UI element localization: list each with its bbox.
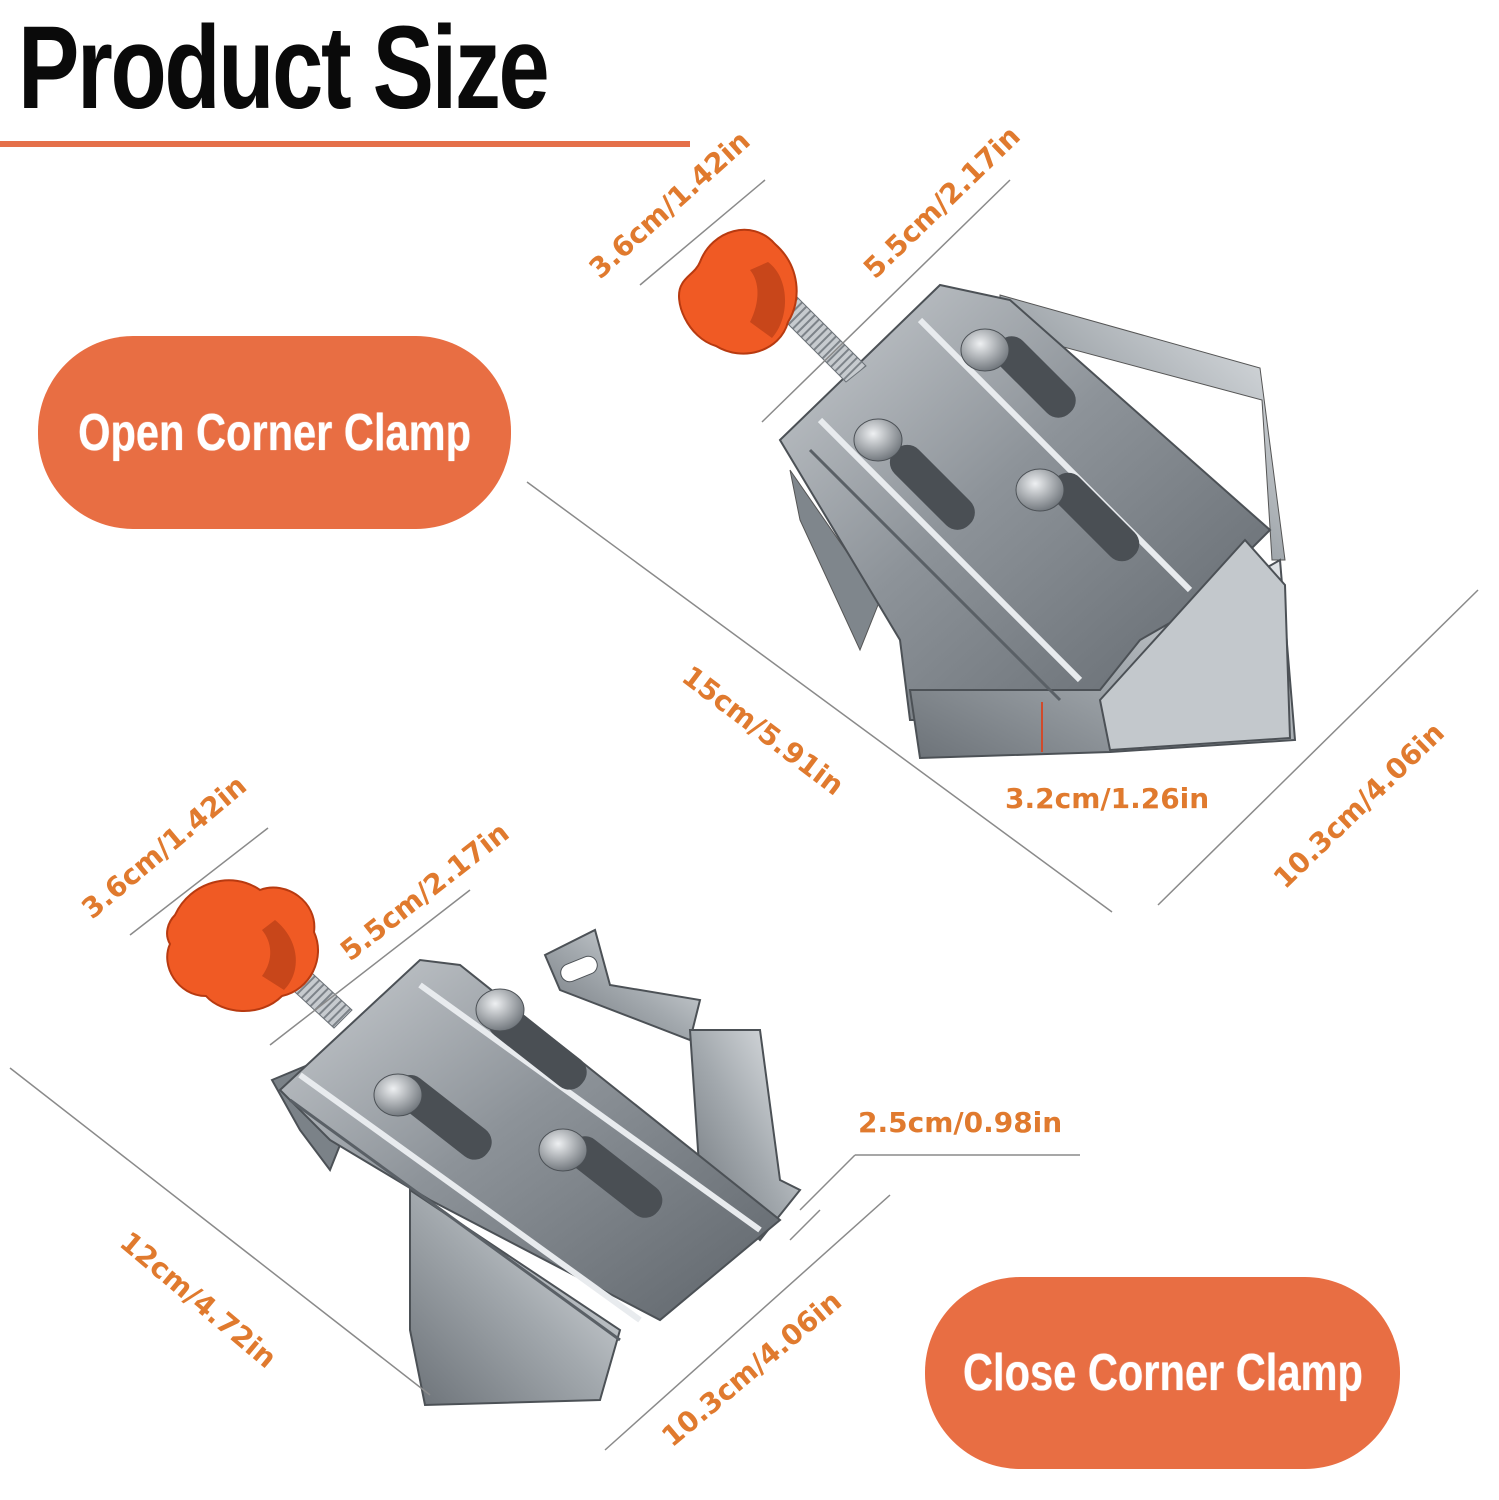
open-clamp-slot	[889, 444, 975, 530]
dim-line	[269, 889, 471, 1046]
open-clamp-ridge	[808, 448, 1062, 702]
open-clamp-pin	[1015, 468, 1065, 512]
open-clamp-pin	[853, 418, 903, 462]
dim-line	[1157, 589, 1479, 906]
open-corner-clamp-badge: Open Corner Clamp	[38, 336, 511, 529]
close-clamp	[9, 827, 1080, 1451]
open-clamp-ridge	[817, 417, 1083, 683]
close-clamp-back-tab	[543, 928, 702, 1042]
open-clamp-ridge	[917, 317, 1193, 593]
close-screw-length-label: 5.5cm/2.17in	[334, 816, 515, 968]
dim-line	[639, 179, 766, 286]
dim-line	[799, 1154, 856, 1211]
dim-line	[604, 1194, 891, 1451]
dim-line	[129, 827, 269, 936]
open-clamp-slot	[994, 336, 1076, 418]
close-clamp-base-plate	[409, 1188, 622, 1407]
close-clamp-slot	[567, 1136, 663, 1218]
open-clamp-knob	[678, 228, 798, 355]
page-title: Product Size	[18, 2, 550, 134]
open-clamp-pin	[960, 328, 1010, 372]
dim-line	[526, 481, 1113, 913]
open-diagonal-label: 15cm/5.91in	[676, 659, 850, 802]
close-side-length-label: 10.3cm/4.06in	[655, 1284, 848, 1453]
open-jaw-gap-label: 3.2cm/1.26in	[1005, 782, 1209, 815]
open-clamp-corner-jaw	[1098, 538, 1292, 752]
close-clamp-pin	[373, 1073, 423, 1117]
close-clamp-ridge	[289, 1098, 621, 1342]
open-corner-clamp-label: Open Corner Clamp	[78, 403, 471, 462]
close-clamp-tab-hole	[560, 955, 598, 983]
open-clamp	[526, 179, 1479, 913]
close-thickness-label: 2.5cm/0.98in	[858, 1106, 1062, 1139]
dim-line	[761, 179, 1011, 423]
close-clamp-knob	[166, 879, 319, 1012]
dim-line	[9, 1067, 431, 1396]
close-clamp-pin	[475, 988, 525, 1032]
open-screw-length-label: 5.5cm/2.17in	[857, 119, 1027, 285]
close-clamp-ridge	[298, 1072, 642, 1323]
close-clamp-pin	[538, 1128, 588, 1172]
dim-line	[789, 1209, 821, 1241]
close-corner-clamp-badge: Close Corner Clamp	[925, 1277, 1400, 1469]
open-side-length-label: 10.3cm/4.06in	[1267, 716, 1451, 895]
title-underline	[0, 141, 690, 147]
close-diagonal-label: 12cm/4.72in	[114, 1225, 284, 1375]
close-clamp-body	[278, 958, 782, 1322]
close-clamp-ridge	[418, 982, 762, 1233]
close-corner-clamp-label: Close Corner Clamp	[962, 1344, 1363, 1402]
open-clamp-slot	[1050, 472, 1140, 562]
